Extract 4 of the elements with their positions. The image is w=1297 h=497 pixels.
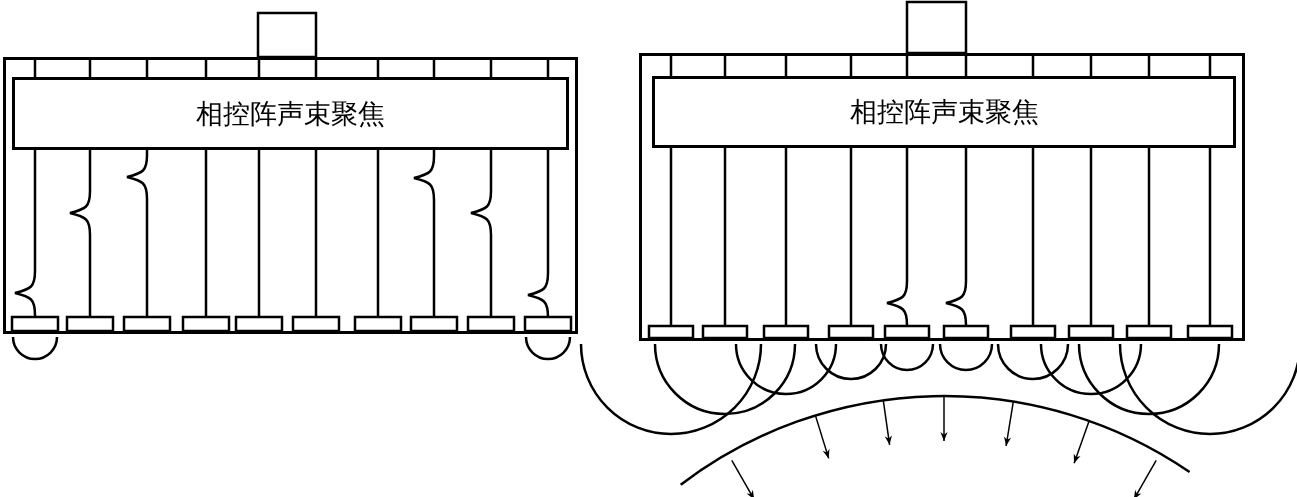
processor-box: 相控阵声束聚焦	[12, 77, 569, 150]
processor-box: 相控阵声束聚焦	[652, 76, 1236, 148]
probe-housing	[3, 57, 578, 334]
probe-housing	[639, 53, 1245, 341]
